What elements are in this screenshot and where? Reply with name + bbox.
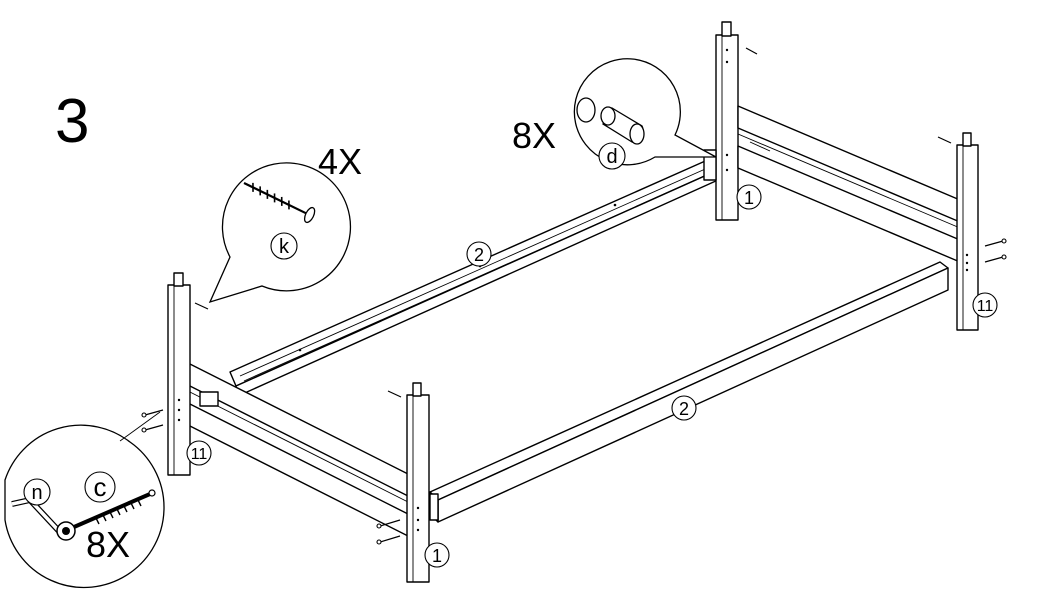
post-front-back	[167, 272, 191, 476]
side-rail-front	[429, 261, 949, 523]
part-letter-c: c	[94, 472, 107, 502]
part-label-rail-front: 2	[671, 395, 697, 421]
part-label-post-right-back: 11	[972, 292, 998, 318]
headboard-rails-right	[737, 105, 961, 263]
svg-text:2: 2	[679, 399, 689, 419]
part-label-post-front-left: 1	[424, 542, 450, 568]
wood-screw-icon	[243, 182, 316, 224]
post-right-back	[956, 132, 979, 331]
quantity-bolt-c: 8X	[86, 524, 130, 565]
part-letter-d-badge	[598, 142, 626, 170]
svg-text:2: 2	[474, 245, 484, 265]
post-back-left	[715, 21, 739, 221]
headboard-rails-left	[181, 359, 411, 538]
callout-screw-k: k 4X	[208, 141, 362, 304]
quantity-dowel-d: 8X	[512, 115, 556, 156]
part-letter-d: d	[606, 146, 617, 168]
part-letter-n-badge	[23, 478, 51, 506]
svg-text:1: 1	[432, 546, 442, 566]
part-letter-k: k	[279, 236, 290, 258]
callout-dowel-d: d 8X	[512, 58, 717, 170]
part-label-rail-back: 2	[466, 241, 492, 267]
step-number: 3	[55, 87, 89, 156]
dowel-pin-icon	[576, 97, 645, 145]
callout-bolt-c-n: n c 8X	[4, 411, 165, 589]
quantity-screw-k: 4X	[318, 141, 362, 182]
part-label-post-back-left: 1	[736, 184, 762, 210]
post-front-left	[406, 382, 430, 583]
svg-text:11: 11	[977, 298, 994, 315]
part-label-post-front-back: 11	[186, 440, 212, 466]
side-rail-back	[229, 157, 719, 397]
part-letter-n: n	[31, 482, 42, 504]
part-letter-k-badge	[270, 232, 298, 260]
bolt-icon	[56, 489, 156, 541]
part-letter-c-badge	[84, 471, 116, 503]
screw-markers	[141, 47, 1007, 545]
svg-text:11: 11	[191, 446, 208, 463]
svg-text:1: 1	[744, 188, 754, 208]
